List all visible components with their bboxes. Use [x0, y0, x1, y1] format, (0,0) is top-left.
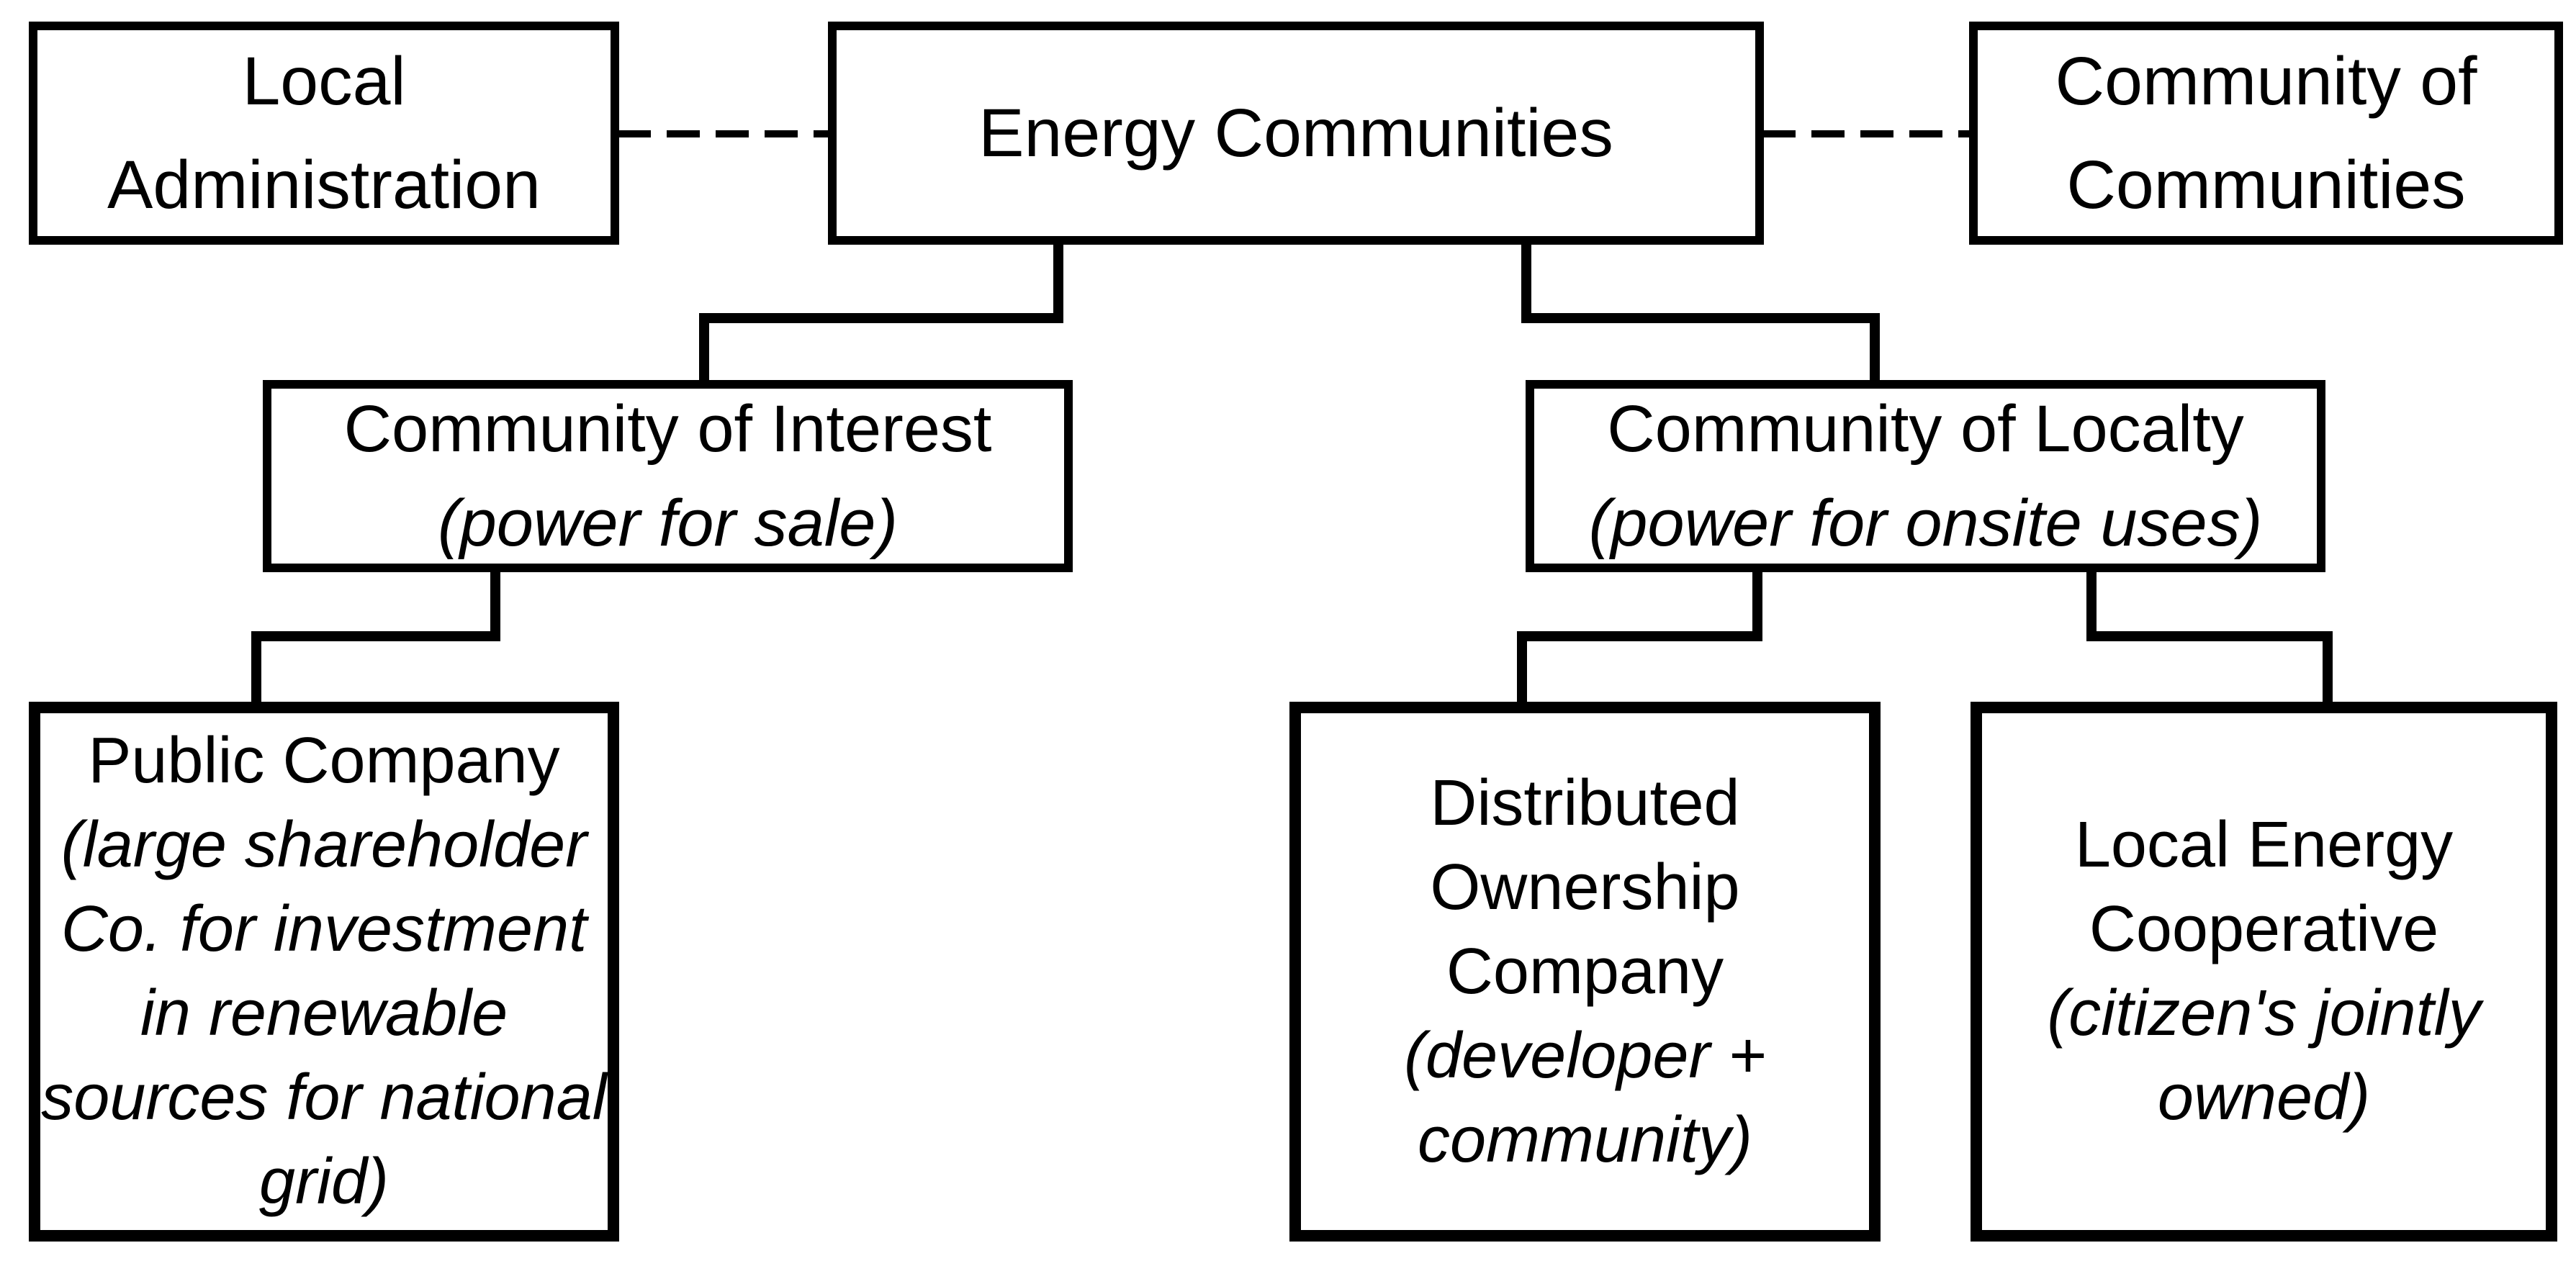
connector-energycommunities-communityoflocalty — [1521, 243, 1880, 385]
node-local-administration-title: Local Administration — [107, 42, 541, 223]
node-community-of-communities: Community of Communities — [1969, 22, 2563, 245]
connector-communityofinterest-publiccompany — [251, 570, 500, 707]
node-energy-communities: Energy Communities — [828, 22, 1764, 245]
node-distributed-ownership-company-title: Distributed Ownership Company — [1430, 767, 1740, 1008]
node-community-of-interest-title: Community of Interest — [343, 392, 992, 466]
node-local-energy-cooperative: Local Energy Cooperative (citizen's join… — [1971, 702, 2557, 1242]
node-local-administration: Local Administration — [29, 22, 619, 245]
node-local-energy-cooperative-subtitle: (citizen's jointly owned) — [2047, 977, 2481, 1134]
node-community-of-localty-title: Community of Localty — [1607, 392, 2244, 466]
node-community-of-interest: Community of Interest (power for sale) — [263, 380, 1073, 572]
node-local-energy-cooperative-title: Local Energy Cooperative — [2074, 809, 2454, 965]
node-distributed-ownership-company: Distributed Ownership Company (developer… — [1289, 702, 1881, 1242]
node-community-of-communities-title: Community of Communities — [2055, 42, 2477, 223]
node-public-company-title: Public Company — [88, 725, 560, 797]
node-energy-communities-title: Energy Communities — [978, 94, 1613, 171]
node-community-of-localty-subtitle: (power for onsite uses) — [1588, 486, 2263, 560]
node-public-company-subtitle: (large shareholder Co. for investment in… — [41, 809, 607, 1218]
connector-communityoflocalty-distributedownership — [1517, 570, 1762, 707]
node-community-of-localty: Community of Localty (power for onsite u… — [1526, 380, 2325, 572]
node-public-company: Public Company (large shareholder Co. fo… — [29, 702, 619, 1242]
node-distributed-ownership-company-subtitle: (developer + community) — [1404, 1019, 1766, 1176]
node-community-of-interest-subtitle: (power for sale) — [437, 486, 899, 560]
connector-communityoflocalty-localenergycooperative — [2086, 570, 2333, 707]
connector-energycommunities-communityofinterest — [699, 243, 1063, 385]
